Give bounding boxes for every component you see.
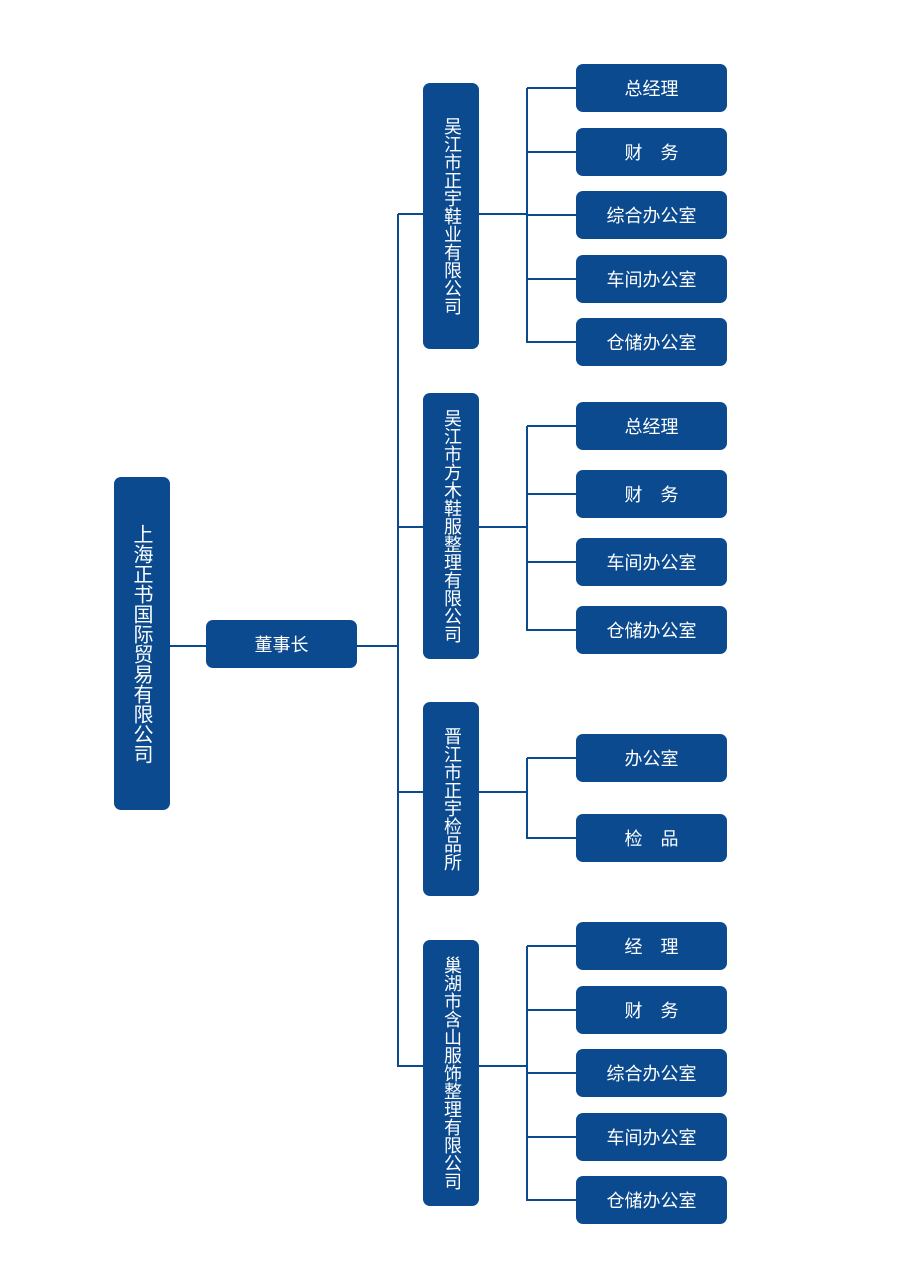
connector-line: [357, 645, 398, 647]
connector-line: [527, 945, 576, 947]
connector-line: [527, 1136, 576, 1138]
connector-line: [527, 214, 576, 216]
connector-line: [170, 645, 206, 647]
connector-line: [527, 1009, 576, 1011]
department-label: 总经理: [624, 417, 679, 438]
department-box: 综合办公室: [576, 191, 727, 239]
connector-line: [398, 526, 423, 528]
connector-line: [479, 213, 527, 215]
department-label: 财 务: [624, 143, 679, 164]
connector-line: [398, 213, 423, 215]
connector-line: [479, 791, 527, 793]
connector-line: [527, 425, 576, 427]
department-label: 办公室: [624, 749, 679, 770]
connector-line: [398, 1065, 423, 1067]
company-label: 吴江市方木鞋服整理有限公司: [441, 409, 462, 643]
department-box: 车间办公室: [576, 1113, 727, 1161]
connector-line: [527, 278, 576, 280]
connector-line: [479, 526, 527, 528]
connector-line: [397, 214, 399, 1067]
department-label: 仓储办公室: [606, 333, 697, 354]
department-box: 财 务: [576, 128, 727, 176]
department-box: 财 务: [576, 470, 727, 518]
department-label: 仓储办公室: [606, 621, 697, 642]
connector-line: [527, 757, 576, 759]
department-label: 综合办公室: [606, 206, 697, 227]
department-box: 检 品: [576, 814, 727, 862]
department-label: 车间办公室: [606, 270, 697, 291]
department-label: 财 务: [624, 1001, 679, 1022]
department-label: 总经理: [624, 79, 679, 100]
connector-line: [398, 791, 423, 793]
company-label: 巢湖市含山服饰整理有限公司: [441, 956, 462, 1190]
connector-line: [479, 1065, 527, 1067]
connector-line: [526, 426, 528, 631]
company-box-chaohu-hanshan: 巢湖市含山服饰整理有限公司: [423, 940, 479, 1206]
department-box: 财 务: [576, 986, 727, 1034]
company-box-wujiang-zhengyu: 吴江市正宇鞋业有限公司: [423, 83, 479, 349]
department-label: 综合办公室: [606, 1064, 697, 1085]
connector-line: [526, 758, 528, 839]
company-box-wujiang-fangmu: 吴江市方木鞋服整理有限公司: [423, 393, 479, 659]
department-label: 车间办公室: [606, 553, 697, 574]
connector-line: [527, 151, 576, 153]
department-box: 经 理: [576, 922, 727, 970]
department-box: 仓储办公室: [576, 1176, 727, 1224]
department-box: 办公室: [576, 734, 727, 782]
company-label: 吴江市正宇鞋业有限公司: [441, 117, 462, 315]
department-box: 总经理: [576, 64, 727, 112]
department-box: 仓储办公室: [576, 606, 727, 654]
connector-line: [527, 1072, 576, 1074]
connector-line: [527, 341, 576, 343]
department-box: 车间办公室: [576, 538, 727, 586]
department-label: 财 务: [624, 485, 679, 506]
department-box: 总经理: [576, 402, 727, 450]
company-box-jinjiang-zhengyu: 晋江市正宇检品所: [423, 702, 479, 896]
department-label: 车间办公室: [606, 1128, 697, 1149]
connector-line: [527, 493, 576, 495]
department-label: 仓储办公室: [606, 1191, 697, 1212]
connector-line: [527, 629, 576, 631]
company-label: 晋江市正宇检品所: [441, 727, 462, 871]
root-company-box: 上海正书国际贸易有限公司: [114, 477, 170, 810]
chairman-label: 董事长: [254, 635, 309, 656]
department-box: 综合办公室: [576, 1049, 727, 1097]
department-label: 经 理: [624, 937, 679, 958]
connector-line: [527, 87, 576, 89]
connector-line: [527, 837, 576, 839]
connector-line: [527, 1199, 576, 1201]
department-box: 车间办公室: [576, 255, 727, 303]
department-label: 检 品: [624, 829, 679, 850]
root-company-label: 上海正书国际贸易有限公司: [130, 523, 154, 764]
department-box: 仓储办公室: [576, 318, 727, 366]
chairman-box: 董事长: [206, 620, 357, 668]
connector-line: [527, 561, 576, 563]
